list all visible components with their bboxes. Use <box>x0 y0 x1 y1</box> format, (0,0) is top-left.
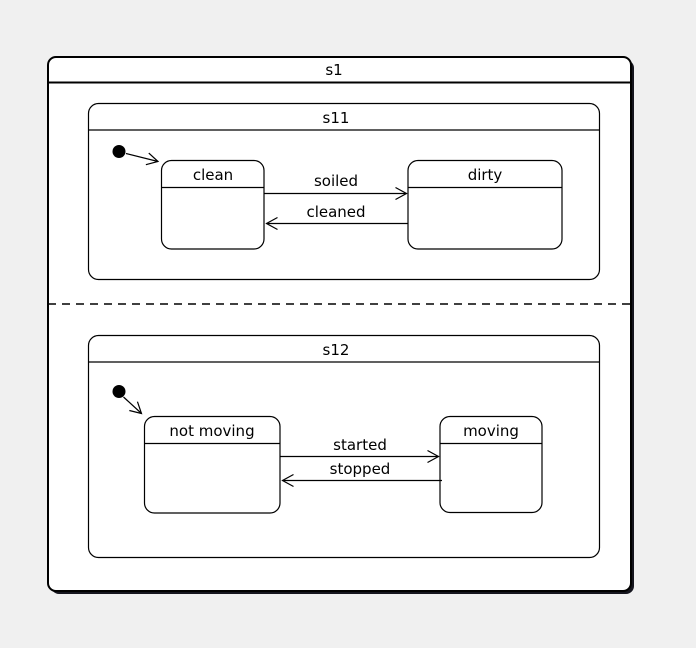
state-clean-label: clean <box>193 166 233 184</box>
state-moving-label: moving <box>463 422 519 440</box>
transition-cleaned-label[interactable]: cleaned <box>306 203 365 221</box>
initial-transition-arrow[interactable] <box>125 152 160 166</box>
state-dirty-label: dirty <box>468 166 503 184</box>
state-dirty[interactable] <box>407 159 563 250</box>
state-clean[interactable] <box>160 159 265 250</box>
transition-started-label[interactable]: started <box>333 436 387 454</box>
transition-stopped-label[interactable]: stopped <box>330 460 391 478</box>
state-s12-label: s12 <box>323 341 350 359</box>
state-s1-label: s1 <box>325 61 342 79</box>
state-not-moving[interactable] <box>143 415 281 514</box>
state-moving[interactable] <box>439 415 543 514</box>
state-not-moving-label: not moving <box>169 422 254 440</box>
transition-soiled-label[interactable]: soiled <box>314 172 358 190</box>
initial-transition-arrow[interactable] <box>123 396 143 415</box>
initial-state-icon[interactable] <box>112 145 126 158</box>
state-s11-label: s11 <box>323 109 350 127</box>
initial-state-icon[interactable] <box>112 385 126 398</box>
